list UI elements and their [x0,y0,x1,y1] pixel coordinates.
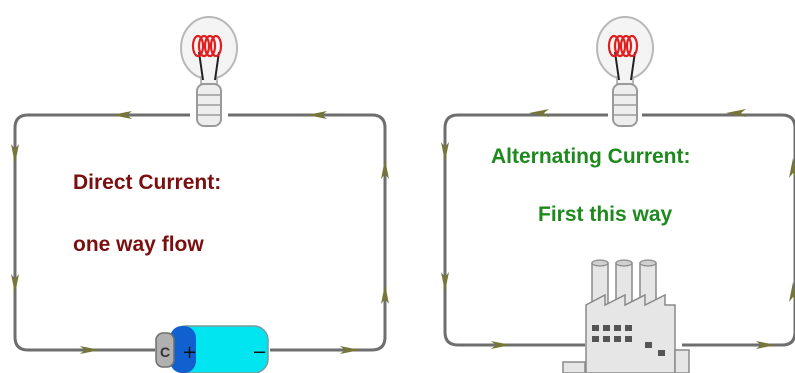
ac-subtitle: First this way [538,203,673,226]
battery-plus-symbol: + [182,342,197,363]
battery-icon: C + − [155,325,269,373]
light-bulb-icon [596,16,654,127]
ac-circuit: Alternating Current: First this way [441,16,795,373]
factory-icon [562,259,690,373]
battery-minus-symbol: − [252,342,267,363]
light-bulb-icon [180,16,238,127]
dc-subtitle: one way flow [73,233,204,256]
dc-title: Direct Current: [73,171,221,194]
ac-wire-loop [443,113,795,347]
battery-cap-label: C [160,344,170,360]
dc-circuit: C + − Direct Current: one way flow [11,16,389,373]
ac-title: Alternating Current: [491,145,691,168]
dc-wire-loop [13,113,387,352]
